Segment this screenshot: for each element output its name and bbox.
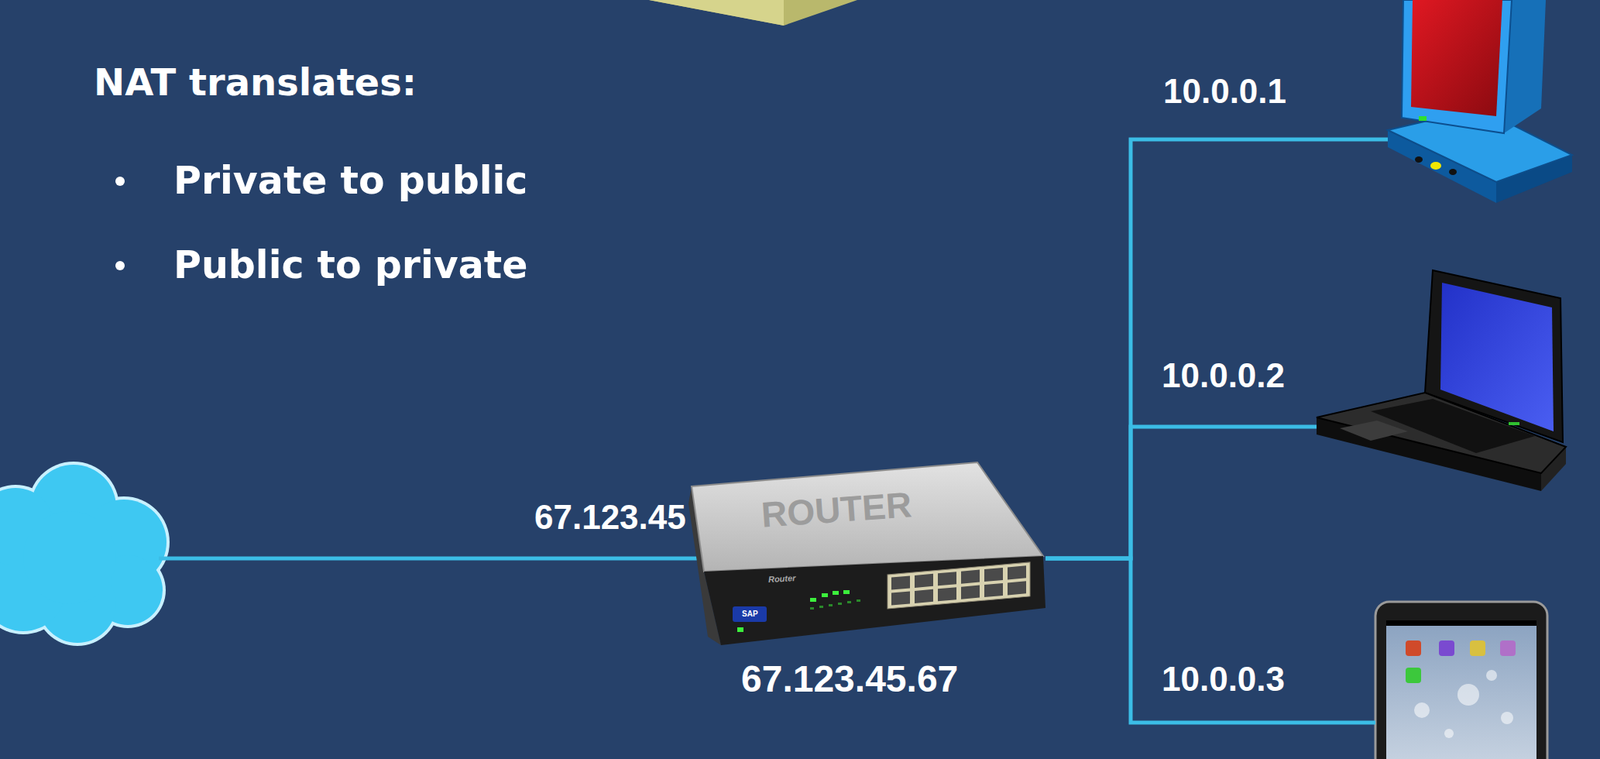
bullet-text: Public to private bbox=[173, 243, 528, 289]
top-box bbox=[648, 0, 858, 26]
brand-label: Router bbox=[768, 573, 797, 585]
bullet-dot bbox=[115, 260, 125, 271]
network-cable bbox=[1045, 426, 1317, 559]
bullet-text: Private to public bbox=[173, 158, 528, 205]
network-cable bbox=[1045, 139, 1388, 559]
tablet-picture bbox=[1375, 601, 1548, 759]
desktop-picture bbox=[1387, 0, 1573, 203]
ip-address: 10.0.0.2 bbox=[1161, 355, 1285, 397]
bullet-dot bbox=[115, 176, 125, 186]
router-name: ROUTER bbox=[759, 483, 914, 537]
slide-title: NAT translates: bbox=[93, 60, 417, 106]
network-cable bbox=[1045, 558, 1376, 723]
ip-address: 67.123.45.67 bbox=[741, 656, 958, 702]
internet-cloud bbox=[0, 461, 170, 646]
button-label: SAP bbox=[741, 609, 759, 619]
desktop-computer: 10.0.0.1 bbox=[1387, 0, 1573, 205]
router: ROUTER67.123.45.67 bbox=[691, 462, 1046, 646]
laptop: 10.0.0.2 bbox=[1316, 270, 1573, 503]
tablet: 10.0.0.3 bbox=[1375, 601, 1548, 759]
ip-address: 10.0.0.1 bbox=[1163, 71, 1287, 113]
router-picture bbox=[688, 462, 1046, 646]
ip-address: 67.123.45 bbox=[534, 497, 687, 539]
ip-address: 10.0.0.3 bbox=[1161, 659, 1285, 701]
laptop-picture bbox=[1316, 270, 1566, 491]
wan-wire bbox=[158, 556, 701, 561]
